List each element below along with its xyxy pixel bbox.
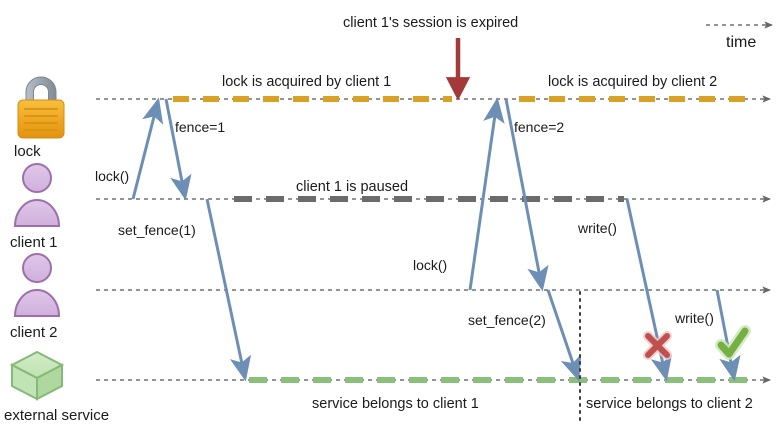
note-lock-client2: lock is acquired by client 2 xyxy=(548,74,717,90)
call-label-set-fence-2: set_fence(2) xyxy=(468,312,546,328)
lane-label-external-service: external service xyxy=(4,407,109,424)
lane-label-lock: lock xyxy=(14,143,41,160)
call-label-write-2: write() xyxy=(674,310,714,326)
red-x-icon xyxy=(643,331,672,360)
call-label-set-fence-1: set_fence(1) xyxy=(118,222,196,238)
call-label-fence-1: fence=1 xyxy=(175,119,225,135)
padlock-icon xyxy=(17,76,65,139)
call-set-fence-2: set_fence(2) xyxy=(468,289,582,382)
call-set-fence-1: set_fence(1) xyxy=(118,198,252,382)
person-icon-client2 xyxy=(13,253,61,317)
time-axis: time xyxy=(706,21,773,51)
call-label-lock-2: lock() xyxy=(413,257,447,273)
call-label-lock-1: lock() xyxy=(95,168,129,184)
call-fence-2: fence=2 xyxy=(504,98,564,292)
lane-label-client1: client 1 xyxy=(10,234,58,251)
note-lock-client1: lock is acquired by client 1 xyxy=(222,74,391,90)
cube-icon xyxy=(9,350,65,401)
session-expired-annotation: client 1's session is expired xyxy=(343,15,518,101)
lane-label-client2: client 2 xyxy=(10,324,58,341)
session-expired-label: client 1's session is expired xyxy=(343,15,518,31)
call-lock-2: lock() xyxy=(413,97,505,291)
call-write-2: write() xyxy=(674,289,741,382)
time-axis-label: time xyxy=(726,34,756,51)
green-check-icon xyxy=(715,325,751,360)
note-service-client2: service belongs to client 2 xyxy=(586,396,753,412)
call-label-write-1: write() xyxy=(577,220,617,236)
call-label-fence-2: fence=2 xyxy=(514,119,564,135)
call-lock-1: lock() xyxy=(95,97,164,200)
note-client1-paused: client 1 is paused xyxy=(296,179,408,195)
call-fence-1: fence=1 xyxy=(164,98,225,201)
note-service-client1: service belongs to client 1 xyxy=(312,396,479,412)
person-icon-client1 xyxy=(13,163,61,227)
